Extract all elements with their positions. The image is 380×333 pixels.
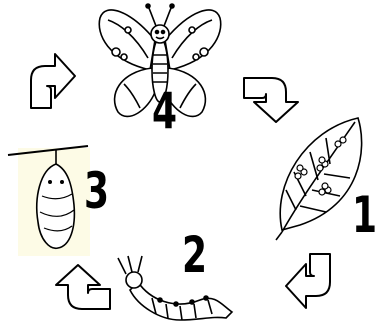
leaf-with-eggs-icon bbox=[276, 118, 362, 240]
stage-number-1: 1 bbox=[352, 190, 377, 240]
curved-arrow-icon bbox=[56, 265, 110, 309]
curved-arrow-icon bbox=[244, 78, 298, 122]
curved-arrow-icon bbox=[31, 54, 75, 108]
stage-number-3: 3 bbox=[84, 166, 109, 216]
stage-number-4: 4 bbox=[152, 86, 177, 136]
curved-arrow-icon bbox=[286, 254, 330, 308]
chrysalis-icon bbox=[8, 146, 90, 256]
caterpillar-icon bbox=[118, 256, 232, 320]
stage-number-2: 2 bbox=[182, 230, 207, 280]
